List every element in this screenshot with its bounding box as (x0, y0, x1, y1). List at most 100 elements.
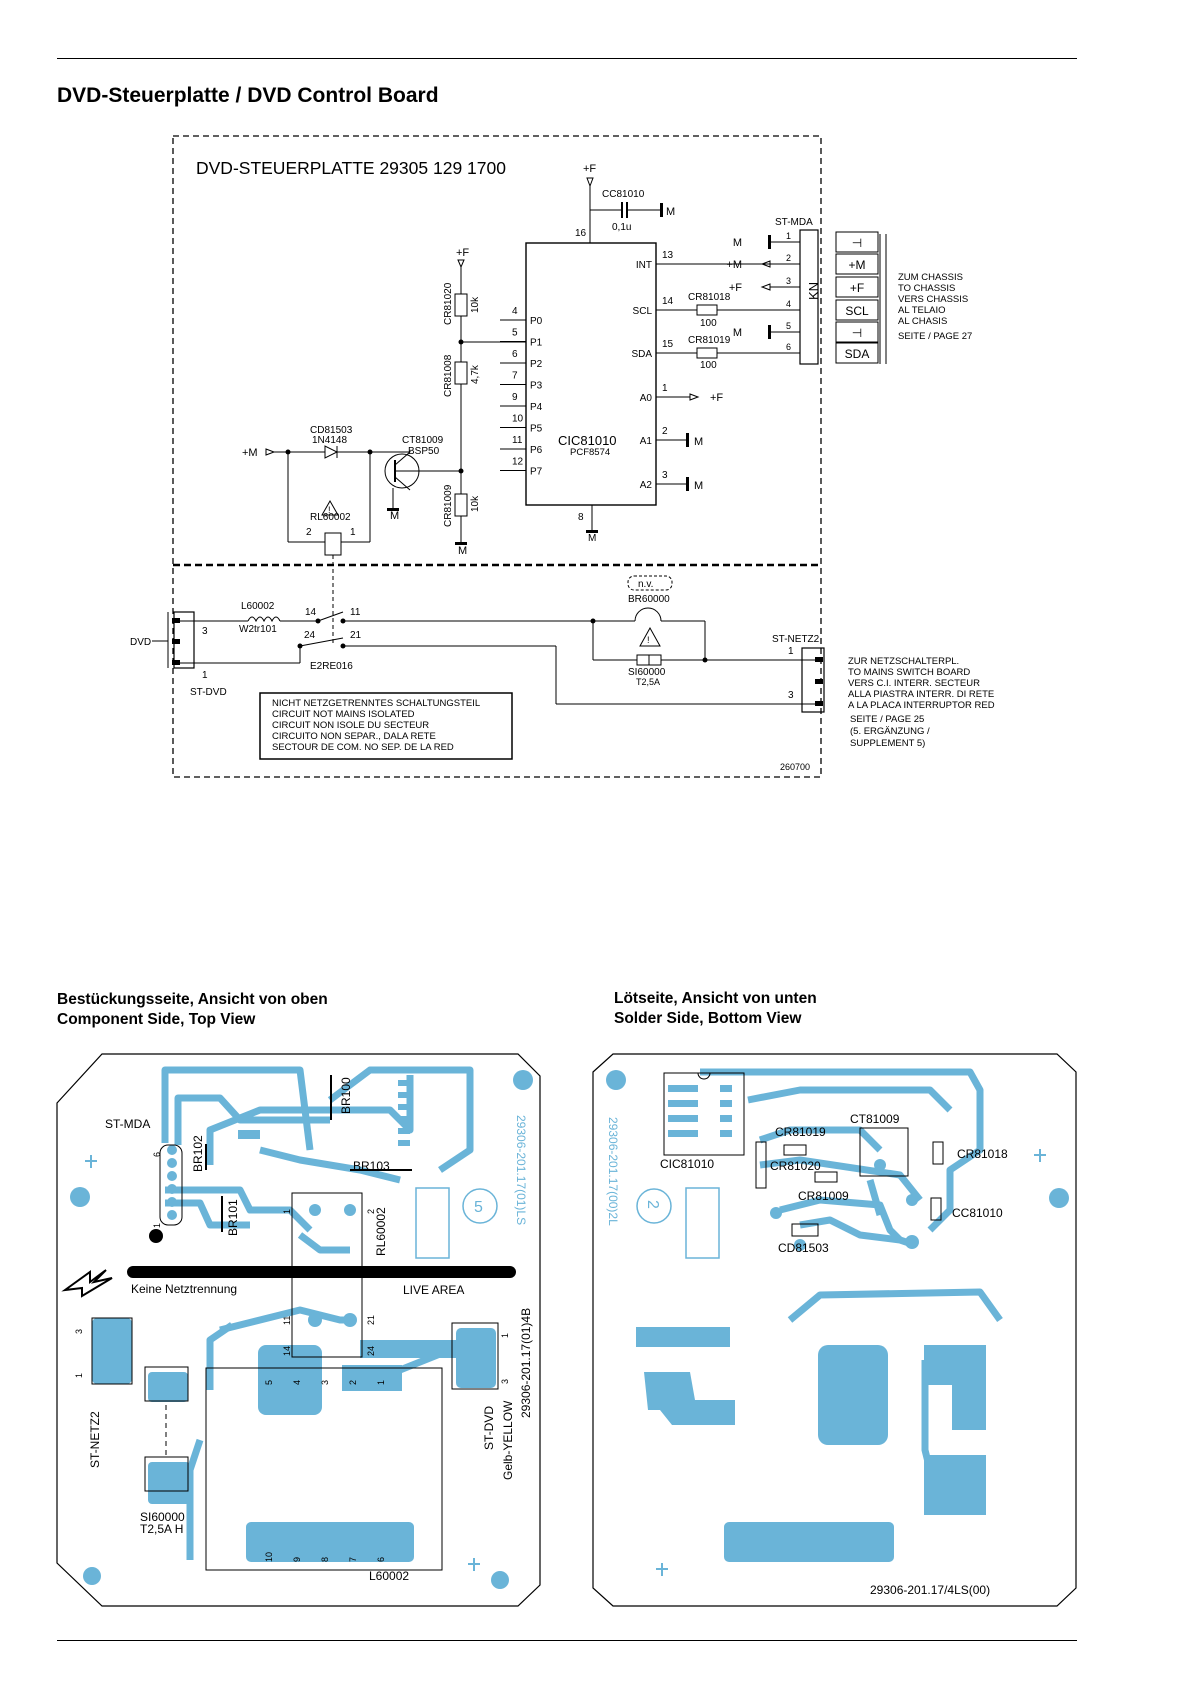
r-scl-value: 100 (700, 318, 717, 329)
mda-pin-6: 6 (786, 342, 791, 352)
ic-name: CIC81010 (558, 433, 617, 448)
solder-title-de: Lötseite, Ansicht von unten (614, 990, 817, 1007)
dvd-pin-1: 1 (202, 670, 208, 681)
mda-note-line-5: SEITE / PAGE 27 (898, 331, 972, 342)
solder-pads (606, 1070, 1069, 1562)
ic-pin-16: 16 (575, 228, 587, 239)
ss-cr81020: CR81020 (770, 1159, 821, 1173)
diode-name: CD81503 (310, 425, 353, 436)
ss-mirror-code: 29306-201.17(00)2L (606, 1117, 620, 1226)
warning-box (259, 692, 513, 760)
ic-pin-label-P2: P2 (530, 359, 543, 370)
cs-pin-sw24: 24 (366, 1346, 376, 1356)
netz2-page-line-0: SEITE / PAGE 25 (850, 714, 924, 725)
cs-pin-sw21: 21 (366, 1315, 376, 1325)
r-sda-value: 100 (700, 360, 717, 371)
l-top-pin-3: 3 (320, 1380, 330, 1385)
cs-l60002: L60002 (369, 1569, 409, 1583)
ic-rpin-num-1: 1 (662, 383, 668, 394)
ic-pin-num-6: 6 (512, 349, 518, 360)
ic-rpin-num-3: 3 (662, 470, 668, 481)
cs-si-val: T2,5A H (140, 1522, 183, 1536)
ic-rpin-num-2: 2 (662, 426, 668, 437)
warning-line-0: NICHT NETZGETRENNTES SCHALTUNGSTEIL (272, 698, 480, 709)
gnd-r3: M (458, 545, 467, 557)
diode-part: 1N4148 (312, 435, 347, 446)
ic-pin-num-10: 10 (512, 414, 524, 425)
cs-br101: BR101 (226, 1199, 240, 1236)
cs-pin-dvd3: 3 (500, 1379, 510, 1384)
cap-value: 0,1u (612, 222, 631, 233)
mda-note-line-4: AL CHASIS (898, 316, 947, 327)
mda-left-label-5: M (733, 327, 742, 339)
cs-pin-mda1: 1 (152, 1223, 162, 1228)
component-pads (70, 1070, 533, 1589)
l-top-pin-2: 2 (348, 1380, 358, 1385)
cc81010-outline (930, 1197, 942, 1221)
ic-rpin-label-INT: INT (636, 260, 652, 271)
solder-side-pcb: 2 CIC81010 CR81019 CT81009 CR81020 CR810… (592, 1053, 1077, 1607)
fuse-top-outline (144, 1366, 189, 1402)
ic-pin-num-4: 4 (512, 306, 518, 317)
mda-left-label-1: M (733, 237, 742, 249)
netz2-note-line-0: ZUR NETZSCHALTERPL. (848, 656, 959, 667)
mda-note-line-2: VERS CHASSIS (898, 294, 968, 305)
lightning-icon (61, 1269, 113, 1298)
cd81503-outline (791, 1223, 819, 1237)
ct81009-outline (859, 1127, 909, 1177)
mda-note-line-1: TO CHASSIS (898, 283, 955, 294)
mda-box-4: SCL (845, 304, 869, 318)
ic-rpin-num-13: 13 (662, 250, 674, 261)
plus-m-left: +M (242, 447, 258, 459)
switch-name: E2RE016 (310, 661, 353, 672)
sw-14: 14 (305, 607, 317, 618)
sticker-2: 2 (644, 1200, 661, 1209)
st-mda-outline (159, 1144, 183, 1226)
mda-left-label-2: +M (726, 259, 742, 271)
ic-rpin-num-14: 14 (662, 296, 674, 307)
r2-name: CR81008 (443, 354, 454, 397)
cs-br103: BR103 (353, 1159, 390, 1173)
solder-sticker-circle (636, 1188, 672, 1224)
st-dvd-outline (451, 1322, 499, 1390)
plus-f-left: +F (456, 247, 469, 259)
cr81018-outline (932, 1141, 944, 1165)
ic-rpin-label-SDA: SDA (631, 349, 652, 360)
mda-pin-3: 3 (786, 276, 791, 286)
plus-f-top: +F (583, 163, 596, 175)
warning-lines: NICHT NETZGETRENNTES SCHALTUNGSTEIL CIRCU… (272, 698, 480, 753)
cs-pin-nz3: 3 (74, 1329, 84, 1334)
cap-name: CC81010 (602, 189, 645, 200)
st-dvd-name: ST-DVD (190, 687, 227, 698)
fuse-bot-outline (144, 1456, 189, 1492)
l-top-pin-4: 4 (292, 1380, 302, 1385)
mda-box-3: +F (850, 281, 864, 295)
ic-pin-num-9: 9 (512, 392, 518, 403)
cs-pin-mda6: 6 (152, 1152, 162, 1157)
ss-cic: CIC81010 (660, 1157, 714, 1171)
ic-rpin-num-15: 15 (662, 339, 674, 350)
l-bot-pin-6: 6 (376, 1557, 386, 1562)
ic-pin-label-P0: P0 (530, 316, 543, 327)
solder-board-outline (592, 1053, 1077, 1607)
warning-line-2: CIRCUIT NON ISOLE DU SECTEUR (272, 720, 429, 731)
component-title-en: Component Side, Top View (57, 1011, 256, 1028)
cs-pin-sw14: 14 (282, 1346, 292, 1356)
cs-br102: BR102 (191, 1135, 205, 1172)
l-bot-pin-10: 10 (264, 1552, 274, 1562)
ic-body (525, 242, 657, 506)
cs-gelb: Gelb-YELLOW (501, 1400, 515, 1480)
cs-pin-rl2: 2 (366, 1209, 376, 1214)
ic-pin-label-P6: P6 (530, 445, 543, 456)
sw-21: 21 (350, 630, 362, 641)
ss-cr81018: CR81018 (957, 1147, 1008, 1161)
mda-box-2: +M (848, 258, 865, 272)
cs-pin-rl1: 1 (282, 1209, 292, 1214)
ss-code: 29306-201.17/4LS(00) (870, 1583, 990, 1597)
cs-br100: BR100 (339, 1077, 353, 1114)
ic-pin-label-P4: P4 (530, 402, 543, 413)
solder-side-title: Lötseite, Ansicht von unten Solder Side,… (614, 989, 817, 1029)
ic-rpin-label-A1: A1 (640, 436, 653, 447)
netz2-note-line-2: VERS C.I. INTERR. SECTEUR (848, 678, 980, 689)
